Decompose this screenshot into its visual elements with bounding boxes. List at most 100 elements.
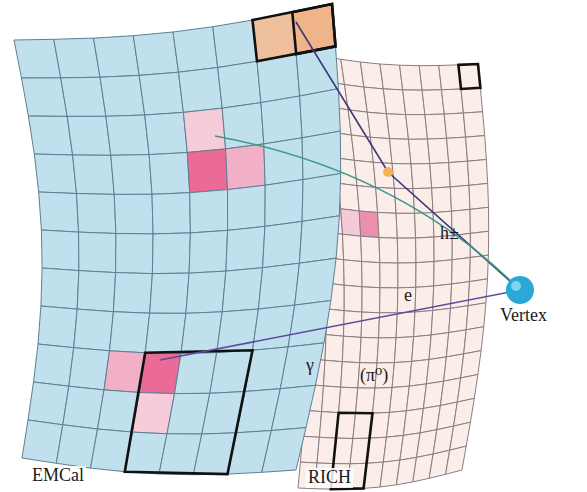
detector-cell — [79, 232, 116, 273]
detector-cell — [466, 303, 486, 330]
rich-panel — [282, 48, 489, 489]
detector-cell — [360, 337, 379, 363]
detector-cell — [110, 312, 150, 353]
detector-cell — [400, 65, 423, 90]
detector-cell — [398, 263, 416, 288]
detector-cell — [302, 131, 341, 180]
detector-cell — [271, 385, 315, 430]
detector-cell — [152, 193, 190, 234]
detector-cell — [145, 112, 188, 154]
detector-cell — [152, 233, 190, 274]
detector-cell — [394, 337, 413, 363]
detector-cell — [419, 66, 441, 91]
trigger-tile-outline — [292, 4, 335, 54]
detector-cell — [442, 89, 464, 114]
detector-cell — [139, 72, 183, 115]
detector-cell — [106, 115, 149, 155]
detector-cell — [461, 88, 483, 113]
detector-cell — [34, 154, 76, 194]
detector-cell — [359, 211, 379, 238]
detector-cell — [432, 187, 452, 213]
trigger-tile-outline — [458, 64, 480, 89]
detector-cell — [428, 138, 449, 163]
detector-cell — [149, 153, 190, 195]
detector-cell — [67, 116, 111, 155]
detector-cell — [380, 288, 398, 313]
detector-cell — [133, 32, 178, 75]
detector-cell — [288, 301, 331, 347]
detector-cell — [362, 262, 380, 288]
detector-cell — [145, 313, 186, 353]
detector-cell — [322, 386, 341, 413]
detector-cell — [429, 333, 449, 360]
detector-cell — [264, 138, 303, 185]
detector-cell — [183, 108, 225, 152]
detector-cell — [186, 271, 226, 313]
detector-cell — [380, 64, 403, 90]
detector-cell — [380, 263, 398, 288]
detector-cell — [414, 311, 433, 337]
detector-cell — [409, 139, 430, 164]
detector-cell — [258, 263, 299, 309]
detector-cell — [379, 238, 398, 264]
detector-cell — [422, 90, 444, 115]
detector-cell — [454, 398, 475, 426]
particle-tracks — [160, 22, 534, 360]
detector-cell — [73, 155, 115, 194]
detector-cell — [468, 279, 487, 306]
detector-cell — [299, 216, 339, 263]
detector-cell — [378, 213, 398, 239]
detector-cell — [367, 112, 389, 138]
detector-cell — [28, 116, 72, 155]
detector-cell — [77, 194, 116, 234]
detector-cell — [187, 149, 227, 193]
detector-cell — [447, 137, 468, 163]
particle-label: (π⁰) — [360, 366, 388, 386]
detector-cell — [261, 96, 302, 144]
detector-cell — [61, 77, 106, 116]
detector-cell — [450, 422, 471, 450]
detector-cell — [28, 382, 69, 425]
detector-cell — [265, 180, 303, 227]
vertex-dot — [506, 276, 534, 304]
detector-cell — [38, 306, 77, 348]
detector-cell — [295, 258, 336, 305]
detector-cell — [189, 230, 228, 273]
vertex-highlight — [511, 281, 521, 291]
detector-cell — [63, 386, 104, 429]
detector-cell — [425, 114, 447, 139]
detector-cell — [22, 420, 63, 463]
detector-cell — [54, 38, 100, 78]
detector-cell — [263, 221, 303, 267]
detector-cell — [468, 160, 488, 186]
detector-cell — [431, 308, 450, 335]
detector-cell — [470, 207, 489, 233]
detector-cell — [292, 4, 335, 54]
detector-cell — [226, 226, 265, 271]
detector-cell — [100, 75, 145, 116]
detector-cell — [351, 135, 373, 162]
detector-cell — [356, 388, 376, 413]
detector-cell — [228, 185, 266, 230]
detector-cell — [41, 230, 79, 271]
detector-cell — [430, 163, 451, 189]
detector-cell — [280, 343, 324, 389]
detector-cell — [116, 234, 154, 274]
detector-cell — [114, 194, 153, 234]
detector-cell — [411, 164, 432, 189]
detector-cell — [390, 139, 412, 164]
detector-cell — [341, 209, 361, 236]
detector-cell — [357, 186, 378, 213]
detector-cell — [14, 39, 61, 78]
detector-cell — [94, 36, 140, 77]
detector-cell — [361, 236, 380, 263]
vertex-label: Vertex — [500, 306, 547, 326]
detector-cell — [461, 351, 481, 378]
detector-cell — [181, 312, 222, 354]
detector-cell — [41, 268, 79, 309]
detector-cell — [444, 113, 465, 138]
detector-label: RICH — [306, 468, 353, 488]
detector-cell — [150, 273, 189, 313]
